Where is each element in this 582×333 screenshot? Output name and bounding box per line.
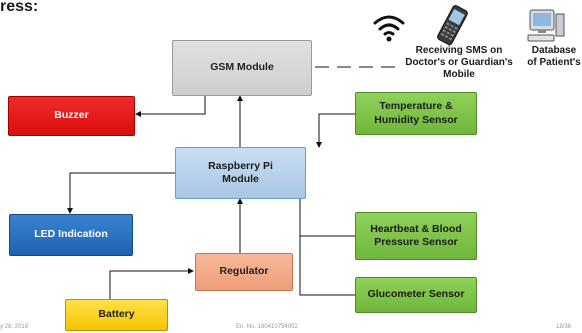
wifi-icon (373, 15, 405, 42)
heartbeat-blood-pressure-sensor-block: Heartbeat & Blood Pressure Sensor (355, 212, 477, 260)
mobile-phone-icon (437, 5, 468, 46)
battery-block: Battery (65, 299, 168, 331)
arrow-raspberry-to-led (67, 172, 175, 214)
footer-page-number: 18/36 (556, 324, 572, 330)
computer-icon (527, 9, 565, 42)
patient-database-label: Database of Patient's (527, 45, 581, 68)
footer-date: y 28, 2018 (0, 324, 29, 330)
glucometer-sensor-block: Glucometer Sensor (355, 277, 477, 313)
footer-enrollment: En. No. 160410754002 (236, 324, 298, 330)
arrow-gsm-to-buzzer (135, 96, 206, 117)
arrow-temperature-to-raspberry (316, 113, 355, 148)
sms-receiver-label: Receiving SMS on Doctor's or Guardian's … (405, 45, 513, 80)
temperature-humidity-sensor-block: Temperature & Humidity Sensor (355, 92, 477, 135)
arrow-heartbeat-to-raspberry (297, 173, 355, 237)
arrow-battery-to-regulator (109, 268, 194, 299)
title-fragment: ress: (0, 0, 39, 15)
buzzer-block: Buzzer (8, 96, 135, 136)
gsm-module-block: GSM Module (172, 40, 312, 96)
raspberry-pi-module-block: Raspberry Pi Module (175, 147, 306, 199)
led-indication-block: LED Indication (9, 214, 133, 256)
regulator-block: Regulator (195, 253, 293, 291)
arrow-glucometer-to-raspberry (299, 236, 355, 296)
